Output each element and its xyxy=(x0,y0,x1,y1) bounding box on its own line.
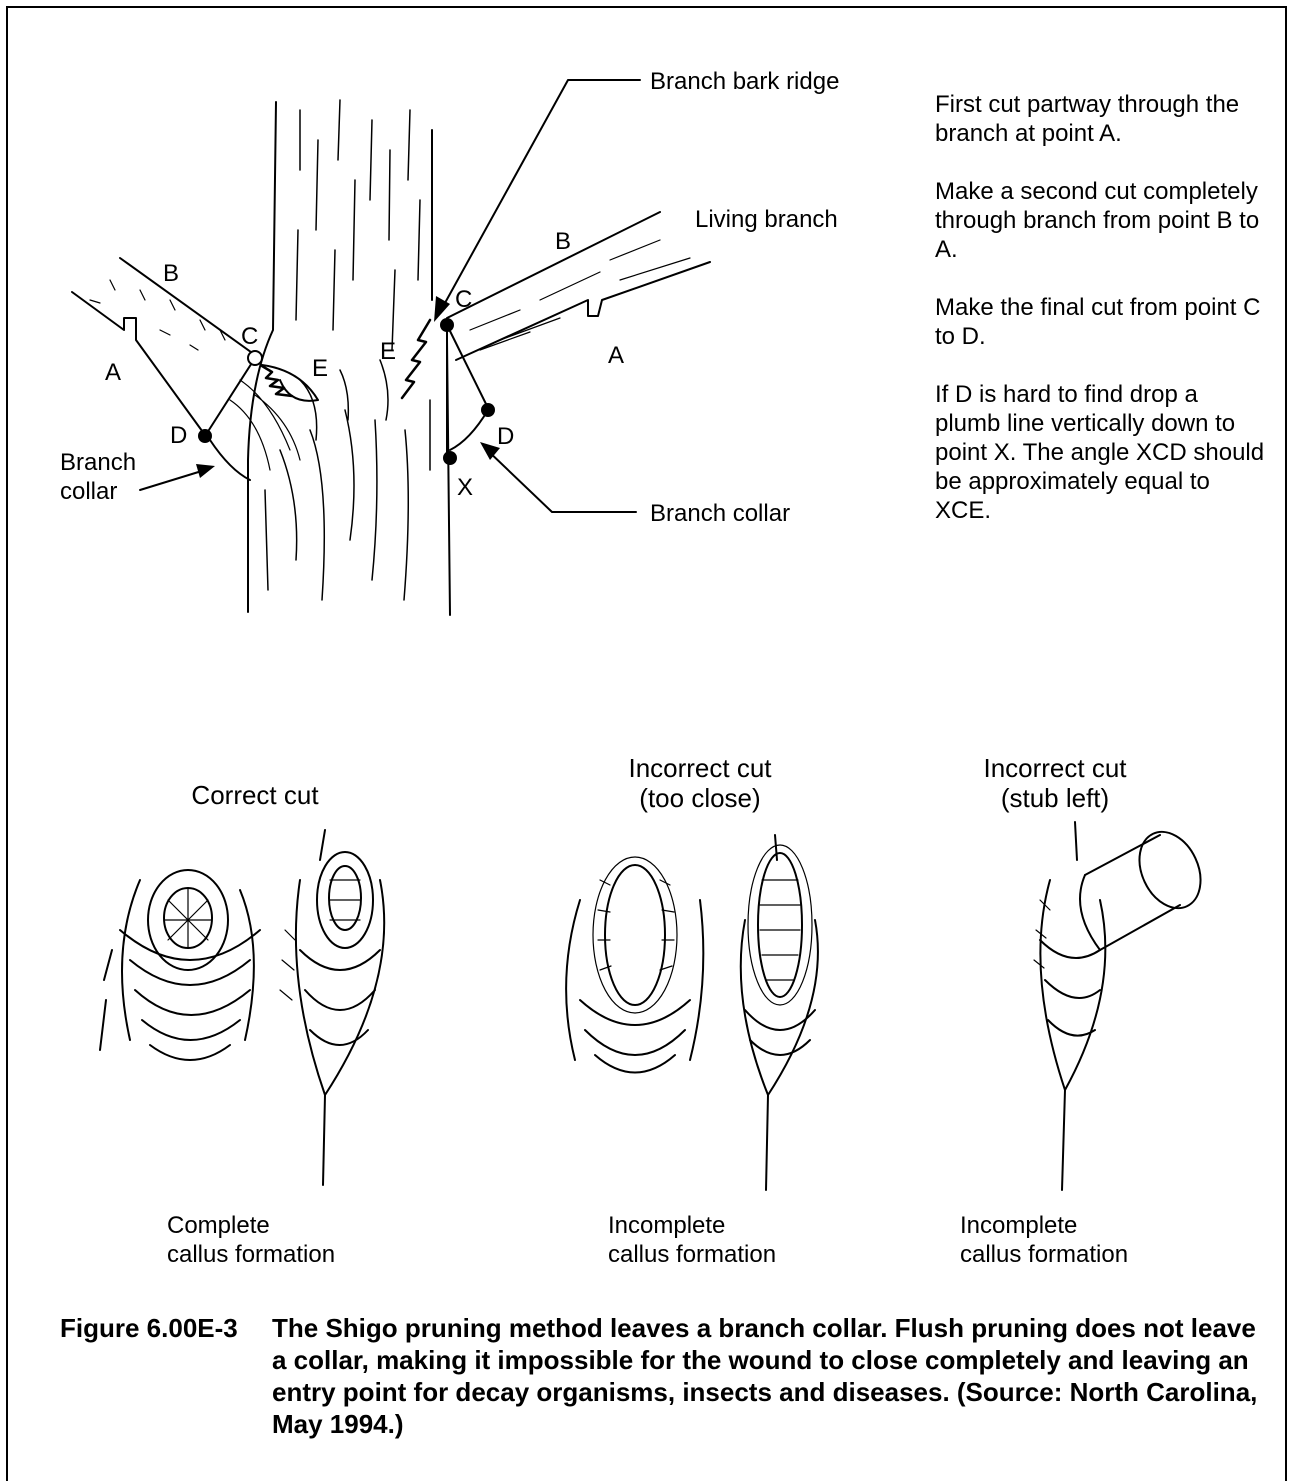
stub-left-wound xyxy=(1034,822,1212,1190)
point-d-right-marker xyxy=(481,403,495,417)
panel-result-too-close: Incomplete callus formation xyxy=(608,1211,776,1269)
point-c-left-marker xyxy=(248,351,262,365)
point-a-left-label: A xyxy=(105,358,121,387)
point-d-right-label: D xyxy=(497,422,514,451)
point-d-left-marker xyxy=(198,429,212,443)
instruction-step-1: First cut partway through the branch at … xyxy=(935,90,1265,148)
right-branch-top xyxy=(447,212,660,318)
point-b-right-label: B xyxy=(555,227,571,256)
panel-title-too-close: Incorrect cut (too close) xyxy=(580,753,820,813)
bark-ridge-pointer xyxy=(440,80,640,312)
correct-cut-wound-side xyxy=(280,830,384,1185)
panel-title-correct-cut: Correct cut xyxy=(130,780,380,810)
panel-result-correct-cut: Complete callus formation xyxy=(167,1211,335,1269)
point-a-right-label: A xyxy=(608,341,624,370)
point-x-marker xyxy=(443,451,457,465)
panel-title-stub-left: Incorrect cut (stub left) xyxy=(935,753,1175,813)
collar-left-arrowhead xyxy=(196,464,215,478)
point-d-left-label: D xyxy=(170,421,187,450)
pruning-instructions: First cut partway through the branch at … xyxy=(935,90,1265,554)
left-collar xyxy=(210,440,250,480)
too-close-wound-side xyxy=(741,835,818,1190)
point-b-left-label: B xyxy=(163,259,179,288)
point-e-right-label: E xyxy=(380,337,396,366)
instruction-step-3: Make the final cut from point C to D. xyxy=(935,293,1265,351)
branch-bark-ridge-label: Branch bark ridge xyxy=(650,67,839,96)
figure-caption: Figure 6.00E-3 The Shigo pruning method … xyxy=(60,1312,1260,1440)
instruction-step-2: Make a second cut completely through bra… xyxy=(935,177,1265,264)
instruction-step-4: If D is hard to find drop a plumb line v… xyxy=(935,380,1265,525)
branch-collar-left-label: Branch collar xyxy=(60,448,136,506)
left-cut-line xyxy=(207,358,255,433)
point-e-left-label: E xyxy=(312,354,328,383)
correct-cut-wound-front xyxy=(100,870,260,1060)
point-c-right-label: C xyxy=(455,285,472,314)
too-close-wound-front xyxy=(566,857,703,1073)
collar-right-pointer xyxy=(485,448,636,512)
collar-left-pointer xyxy=(140,470,205,490)
point-c-right-marker xyxy=(440,318,454,332)
figure-caption-text: The Shigo pruning method leaves a branch… xyxy=(272,1312,1260,1440)
living-branch-label: Living branch xyxy=(695,205,838,234)
right-cut-line xyxy=(447,325,488,408)
point-x-label: X xyxy=(457,473,473,502)
branch-collar-right-label: Branch collar xyxy=(650,499,790,528)
right-bark-ridge xyxy=(402,320,430,398)
point-c-left-label: C xyxy=(241,322,258,351)
figure-number: Figure 6.00E-3 xyxy=(60,1312,272,1440)
panel-result-stub-left: Incomplete callus formation xyxy=(960,1211,1128,1269)
left-branch-top xyxy=(120,258,255,355)
left-branch-bottom xyxy=(72,292,205,435)
